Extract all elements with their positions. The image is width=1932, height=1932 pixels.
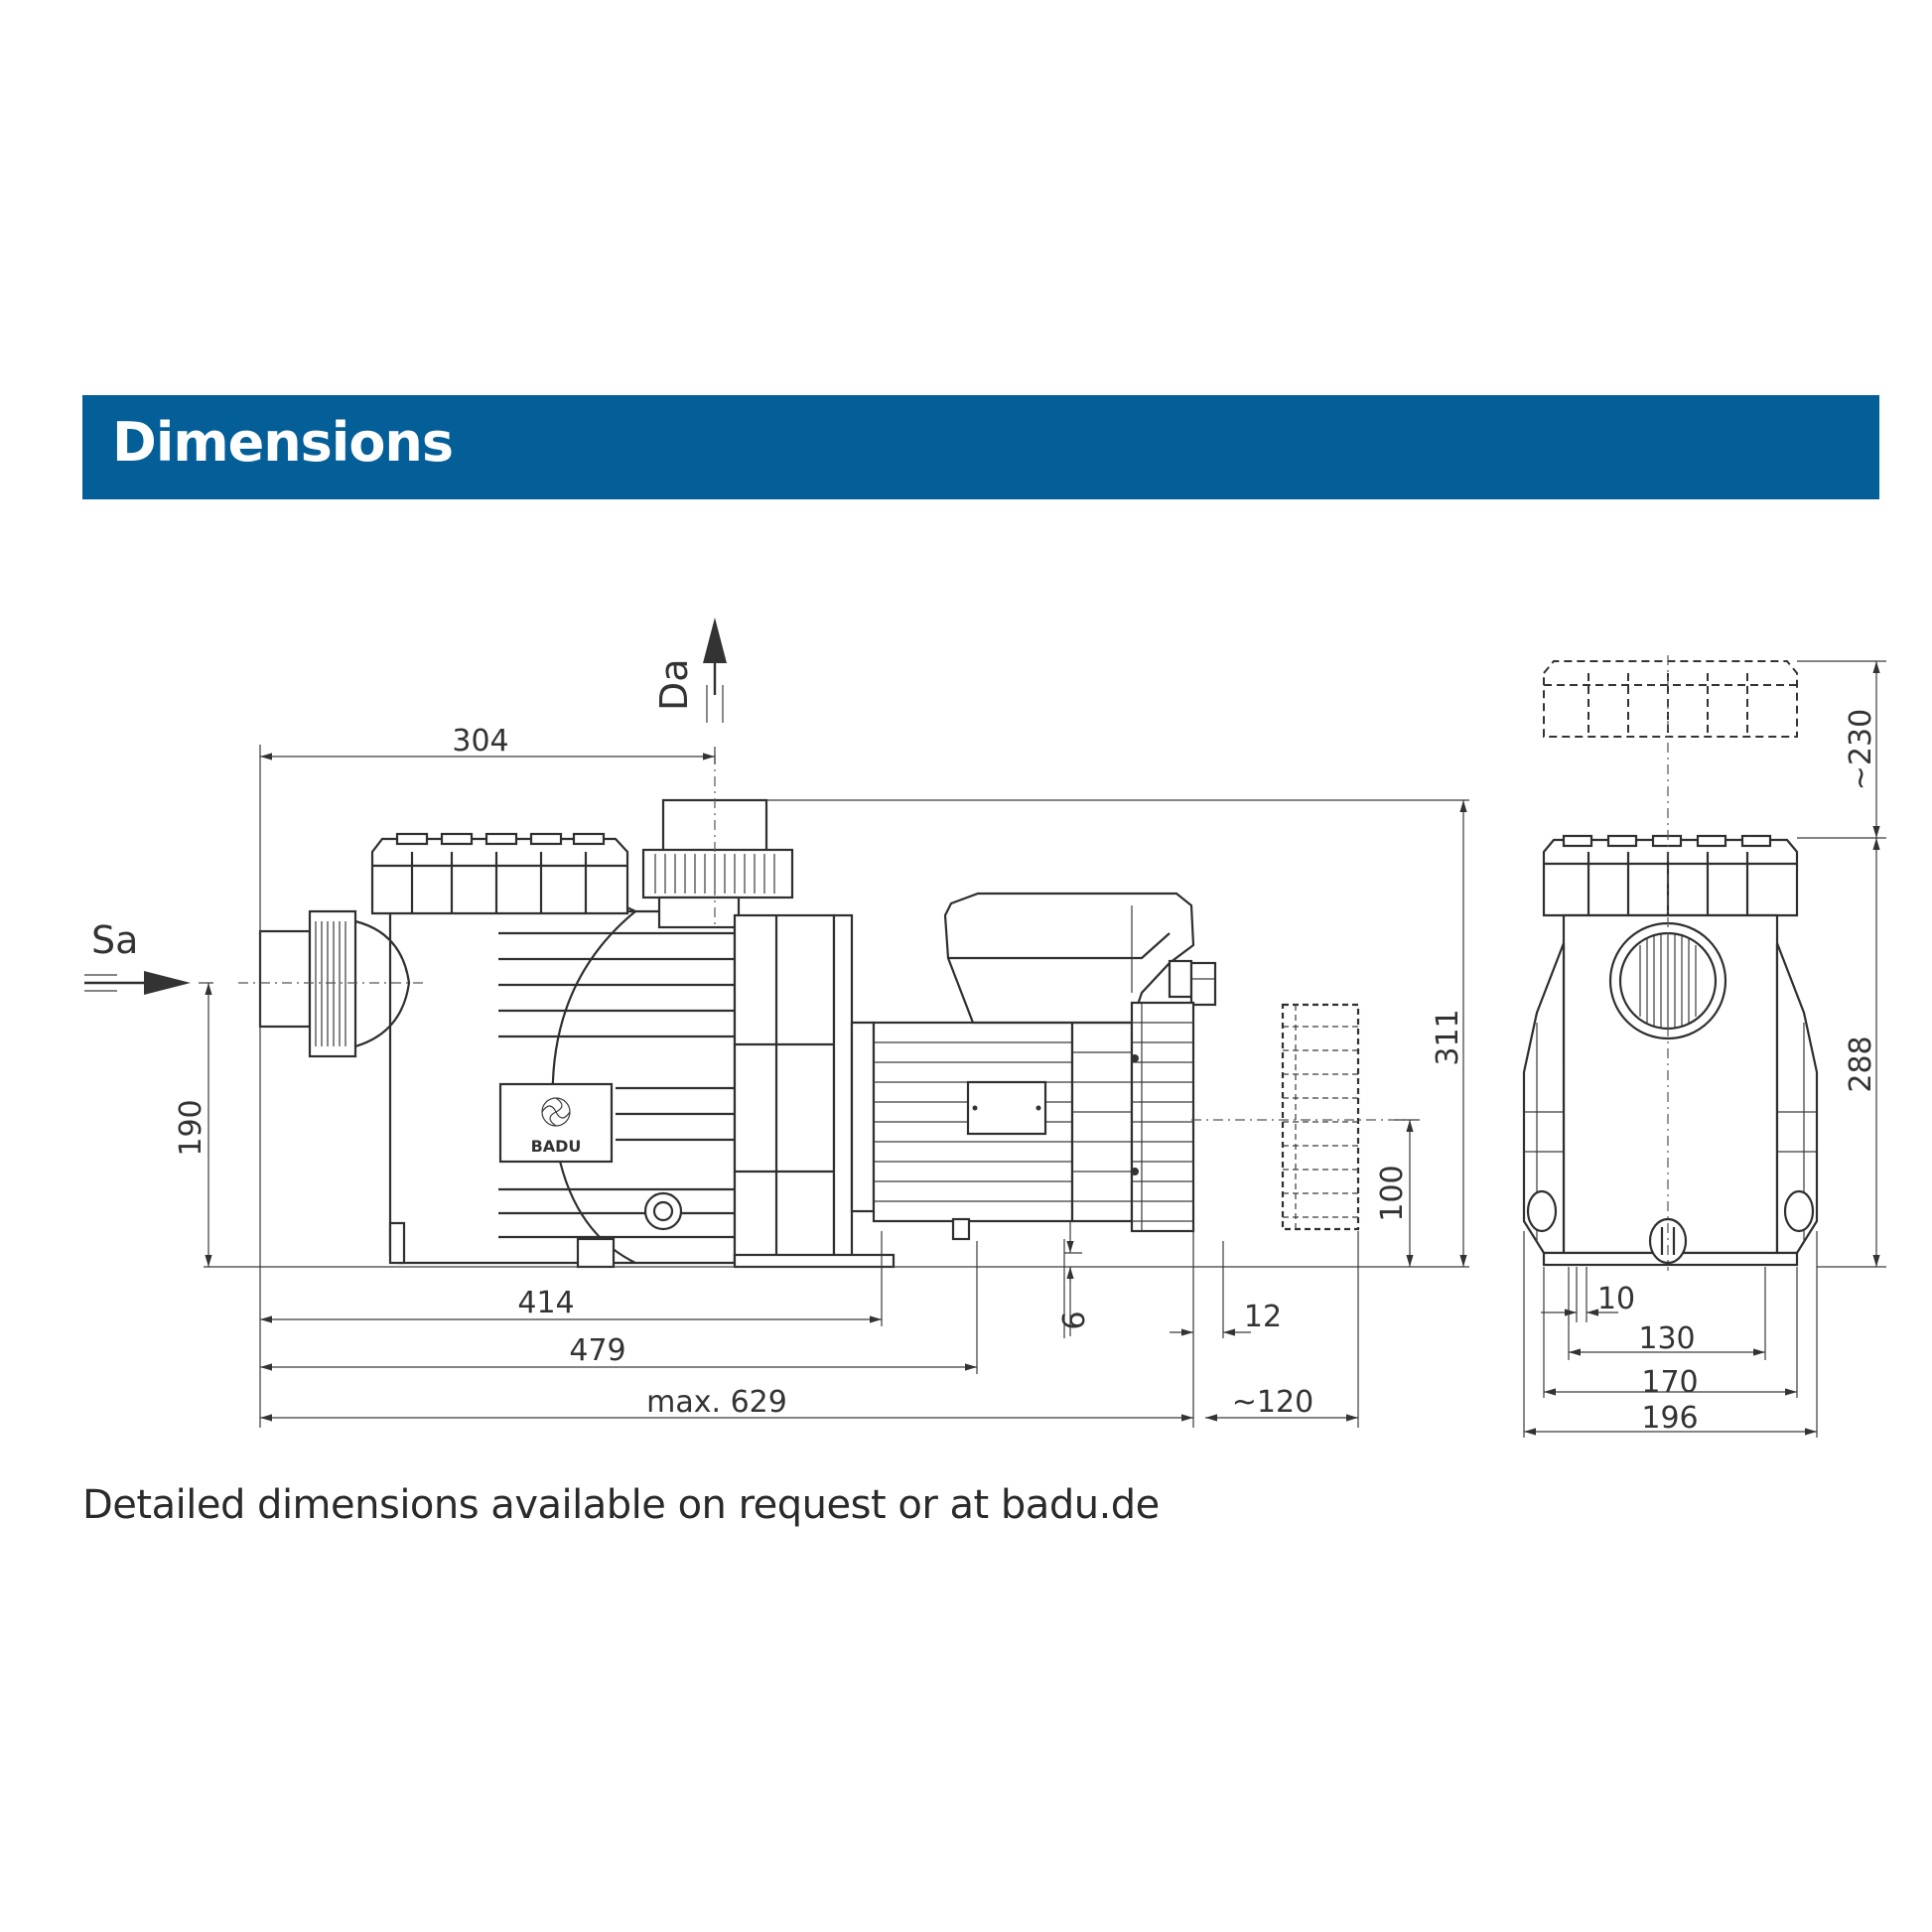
discharge-outlet — [641, 798, 794, 929]
pump-side-view: BADU — [238, 755, 1410, 1269]
dim-10: 10 — [1597, 1282, 1635, 1316]
dim-12: 12 — [1244, 1300, 1282, 1334]
dim-170: 170 — [1641, 1365, 1698, 1400]
dim-311: 311 — [1431, 1009, 1465, 1065]
motor-bracket — [733, 913, 896, 1269]
removed-lid — [1543, 660, 1798, 738]
dim-100: 100 — [1375, 1165, 1410, 1221]
motor-body — [850, 1021, 1134, 1241]
flow-labels: Sa Da — [84, 618, 727, 995]
front-lid — [1542, 834, 1799, 917]
footnote: Detailed dimensions available on request… — [82, 1482, 1160, 1528]
dim-130: 130 — [1638, 1321, 1695, 1356]
strainer-lid — [370, 832, 629, 915]
dim-230: ~230 — [1844, 709, 1878, 790]
dim-479: 479 — [569, 1333, 625, 1368]
header-banner: Dimensions — [82, 395, 1879, 499]
discharge-label: Da — [652, 658, 696, 711]
brand-plate: BADU — [498, 1082, 614, 1164]
pump-front-view — [1522, 655, 1819, 1271]
brand-logo-text: BADU — [531, 1137, 582, 1156]
suction-inlet — [258, 909, 411, 1058]
dim-288: 288 — [1844, 1035, 1878, 1092]
page-title: Dimensions — [112, 411, 454, 474]
dim-414: 414 — [517, 1286, 574, 1320]
drain-plug — [643, 1191, 683, 1231]
removed-fan-cap — [1281, 1003, 1360, 1231]
dim-304: 304 — [452, 724, 508, 759]
dimension-lines: 304 311 190 414 479 max. 629 ~120 9 12 1 — [174, 660, 1886, 1438]
dim-196: 196 — [1641, 1401, 1698, 1436]
dim-190: 190 — [174, 1099, 208, 1156]
suction-label: Sa — [91, 918, 138, 962]
housing-ribs — [498, 910, 735, 1264]
dim-9: 9 — [1054, 1311, 1089, 1329]
dim-629: max. 629 — [646, 1385, 787, 1420]
terminal-box — [943, 892, 1217, 1025]
dim-120: ~120 — [1232, 1385, 1313, 1420]
fan-cover — [1130, 1001, 1195, 1233]
